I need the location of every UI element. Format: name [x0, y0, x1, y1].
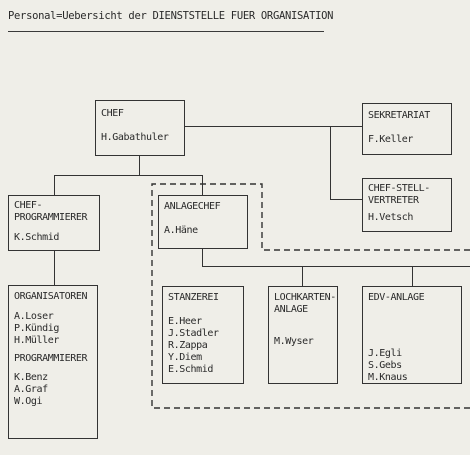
- person-name: A.Graf: [14, 384, 48, 395]
- connector-sek-stellv-horizontal: [330, 199, 362, 200]
- box-sekretariat: SEKRETARIAT F.Keller: [362, 103, 452, 155]
- connector-to-chefprog: [54, 175, 55, 195]
- person-name: S.Gebs: [368, 360, 402, 371]
- connector-level3-horizontal: [202, 266, 470, 267]
- person-name: E.Schmid: [168, 364, 213, 375]
- box-chefprogrammierer: CHEF- PROGRAMMIERER K.Schmid: [8, 195, 100, 251]
- role-title: ORGANISATOREN: [14, 291, 88, 302]
- role-title: CHEF- PROGRAMMIERER: [14, 200, 88, 223]
- person-name: Y.Diem: [168, 352, 202, 363]
- role-title: CHEF: [101, 108, 124, 119]
- role-title: LOCHKARTEN- ANLAGE: [274, 292, 336, 315]
- person-name: K.Benz: [14, 372, 48, 383]
- box-stellvertreter: CHEF-STELL- VERTRETER H.Vetsch: [362, 178, 452, 232]
- title-underline: [8, 31, 324, 32]
- box-chef: CHEF H.Gabathuler: [95, 100, 185, 156]
- role-title: CHEF-STELL- VERTRETER: [368, 183, 430, 206]
- person-name: K.Schmid: [14, 232, 59, 243]
- person-name: P.Kündig: [14, 323, 59, 334]
- person-name: A.Häne: [164, 225, 198, 236]
- role-title: ANLAGECHEF: [164, 201, 221, 212]
- page-title: Personal=Uebersicht der DIENSTSTELLE FUE…: [8, 10, 334, 22]
- person-name: H.Vetsch: [368, 212, 413, 223]
- person-name: M.Knaus: [368, 372, 408, 383]
- box-anlagechef: ANLAGECHEF A.Häne: [158, 195, 248, 249]
- role-title: STANZEREI: [168, 292, 219, 303]
- person-name: H.Müller: [14, 335, 59, 346]
- connector-to-lochkarten: [302, 266, 303, 286]
- box-edv: EDV-ANLAGE J.Egli S.Gebs M.Knaus: [362, 286, 462, 384]
- box-lochkarten: LOCHKARTEN- ANLAGE M.Wyser: [268, 286, 338, 384]
- role-title: EDV-ANLAGE: [368, 292, 425, 303]
- person-name: H.Gabathuler: [101, 132, 169, 143]
- connector-level2-horizontal: [54, 175, 203, 176]
- person-name: M.Wyser: [274, 336, 314, 347]
- person-name: F.Keller: [368, 134, 413, 145]
- person-name: E.Heer: [168, 316, 202, 327]
- box-organisatoren: ORGANISATOREN A.Loser P.Kündig H.Müller …: [8, 285, 98, 439]
- role-subtitle: PROGRAMMIERER: [14, 353, 88, 364]
- connector-anlagechef-down: [202, 249, 203, 267]
- person-name: R.Zappa: [168, 340, 208, 351]
- person-name: J.Stadler: [168, 328, 219, 339]
- role-title: SEKRETARIAT: [368, 110, 430, 121]
- connector-to-edv: [412, 266, 413, 286]
- person-name: J.Egli: [368, 348, 402, 359]
- connector-chef-sekretariat: [185, 126, 362, 127]
- connector-chef-down: [139, 156, 140, 176]
- connector-chefprog-org: [54, 251, 55, 285]
- connector-sek-stellv-vertical: [330, 126, 331, 200]
- connector-to-anlagechef: [202, 175, 203, 195]
- box-stanzerei: STANZEREI E.Heer J.Stadler R.Zappa Y.Die…: [162, 286, 244, 384]
- person-name: A.Loser: [14, 311, 54, 322]
- person-name: W.Ogi: [14, 396, 43, 407]
